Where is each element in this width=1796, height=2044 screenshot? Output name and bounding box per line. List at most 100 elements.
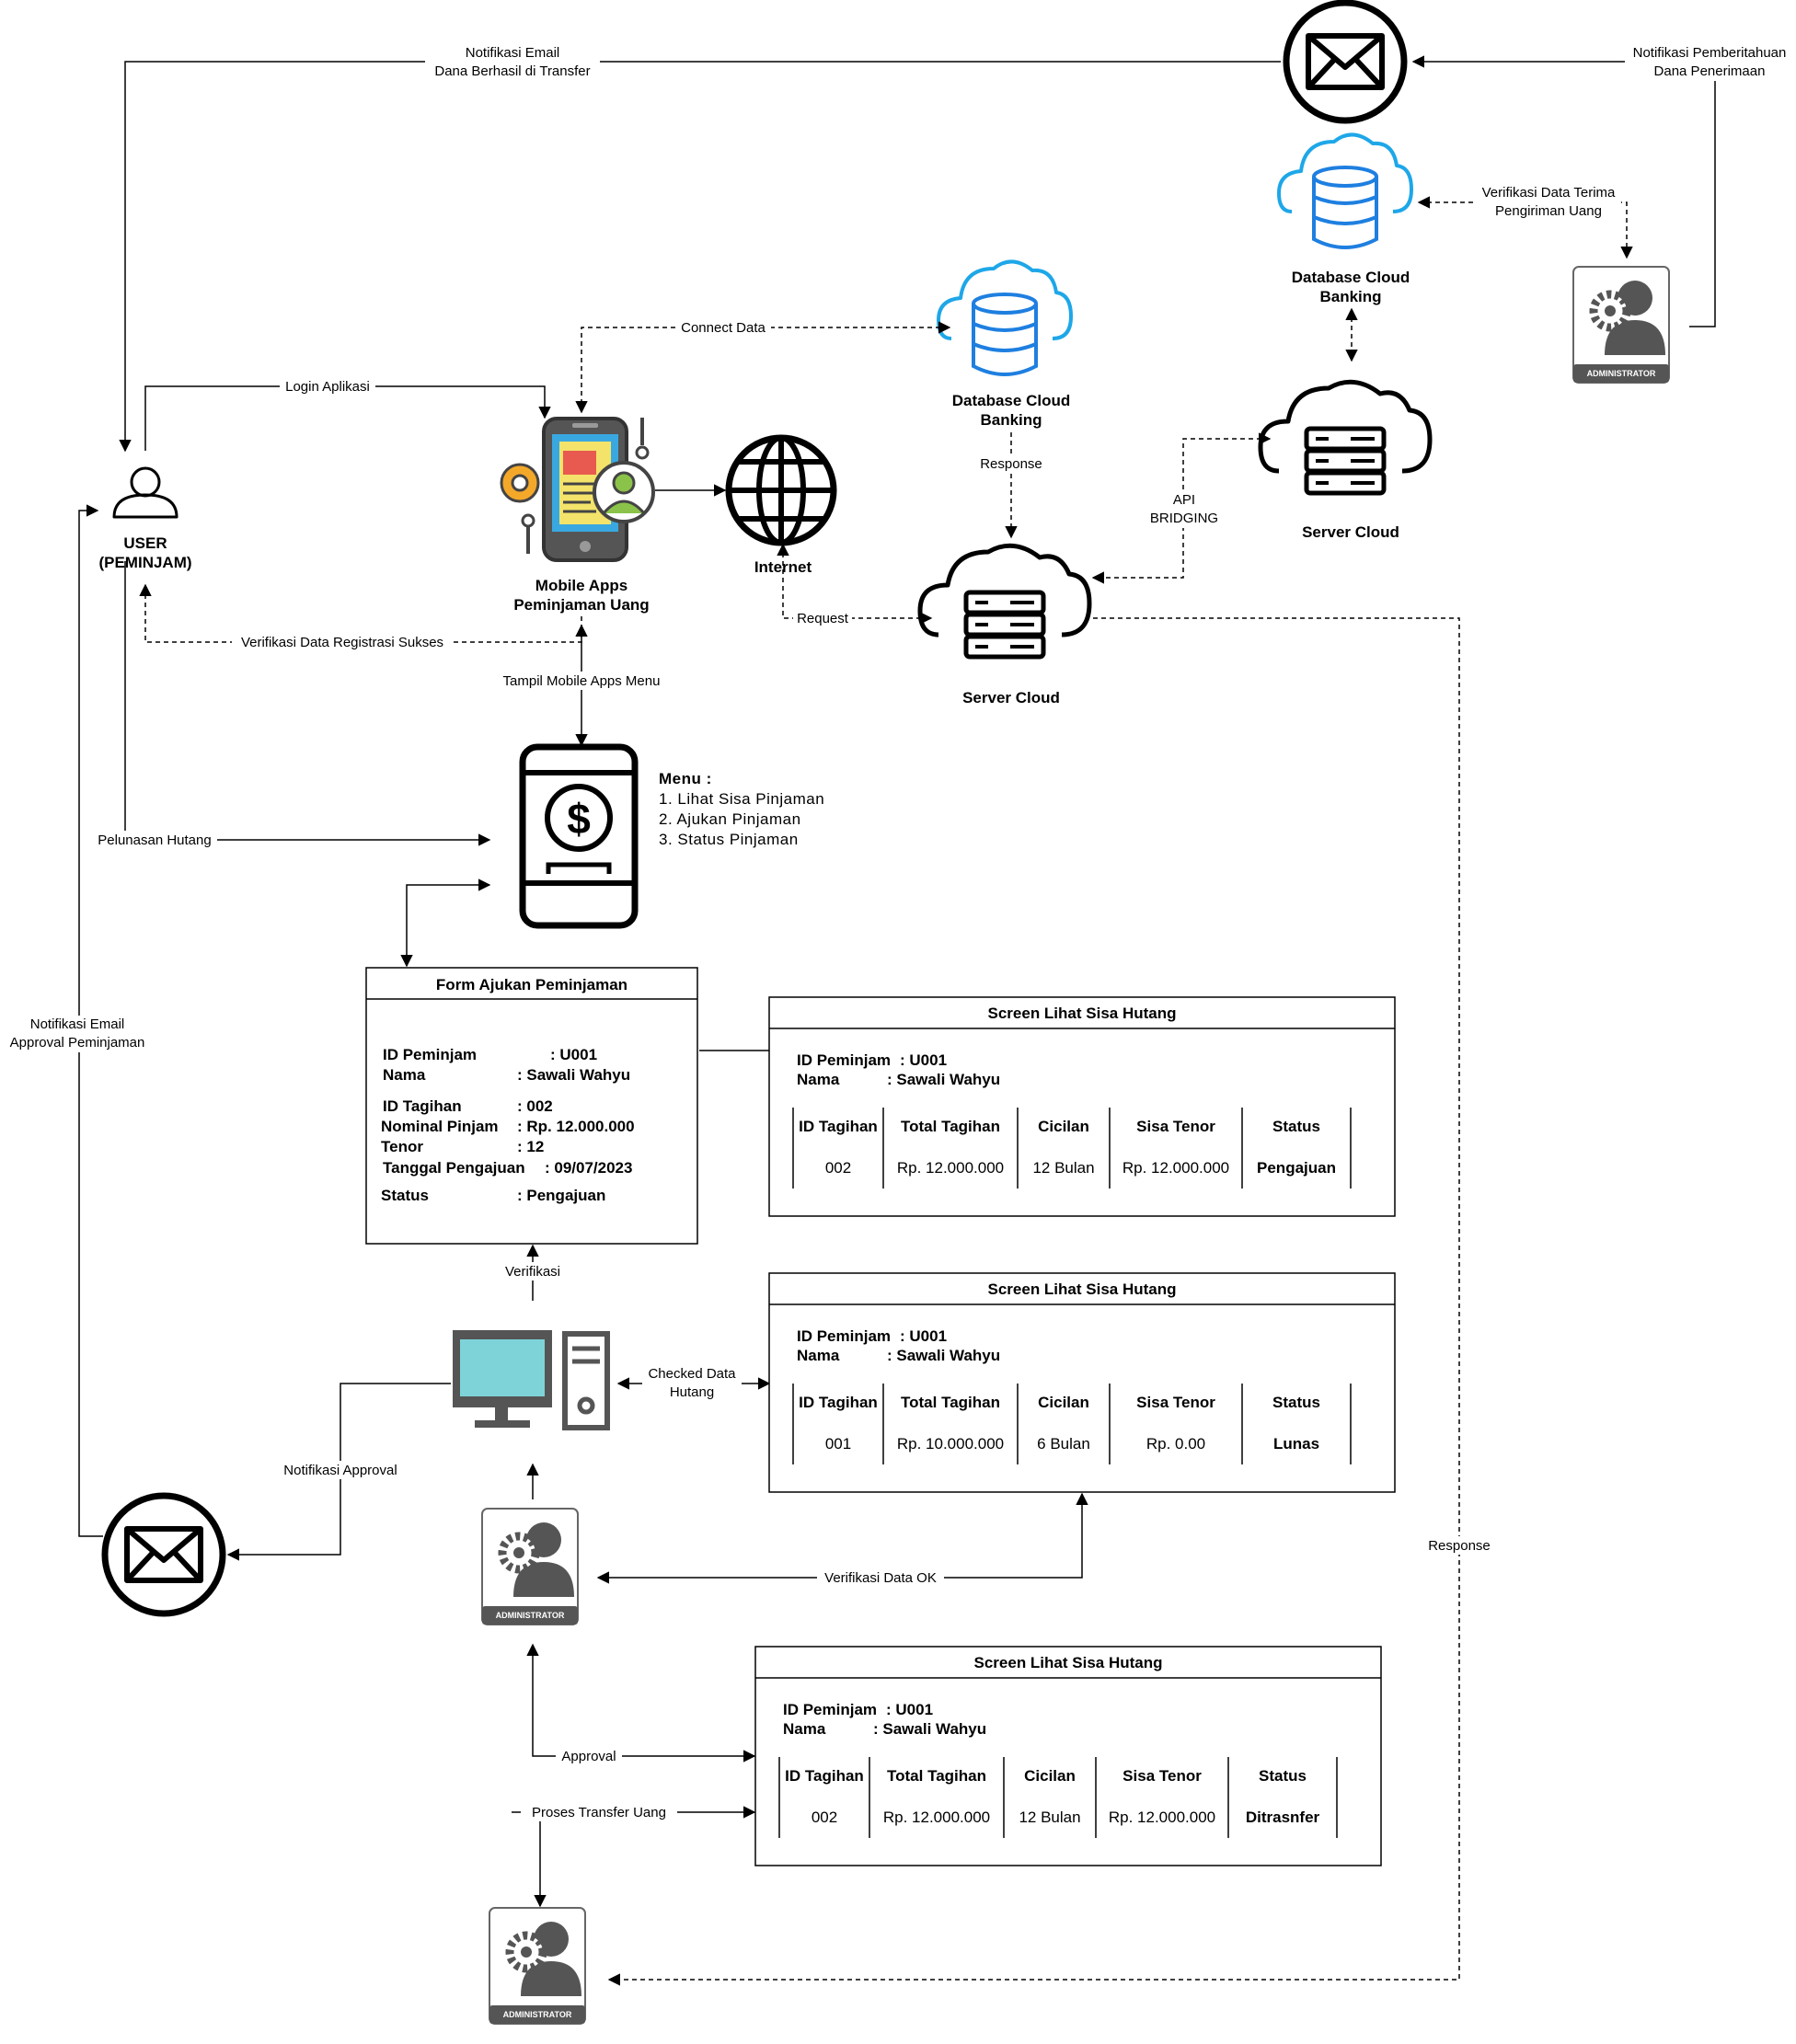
table-header: Status bbox=[1272, 1118, 1320, 1135]
edge-label: Connect Data bbox=[681, 320, 766, 336]
table-header: Status bbox=[1259, 1767, 1307, 1785]
edge-label: Approval Peminjaman bbox=[10, 1035, 145, 1051]
table-header: ID Tagihan bbox=[785, 1767, 864, 1785]
node-label: Database Cloud bbox=[1292, 269, 1410, 286]
administrator-icon bbox=[482, 1509, 578, 1625]
table-cell: Rp. 0.00 bbox=[1146, 1435, 1205, 1453]
form-field-label: ID Tagihan bbox=[383, 1097, 462, 1115]
form-field-label: Tanggal Pengajuan bbox=[383, 1159, 525, 1177]
id-peminjam-value: : U001 bbox=[900, 1327, 947, 1345]
edge-label: Tampil Mobile Apps Menu bbox=[503, 673, 661, 689]
edge-label: Pelunasan Hutang bbox=[98, 833, 211, 848]
form-field-value: : Rp. 12.000.000 bbox=[517, 1118, 635, 1135]
table-cell: 002 bbox=[825, 1159, 851, 1177]
form-field-value: : U001 bbox=[550, 1046, 597, 1063]
form-field-value: : Pengajuan bbox=[517, 1187, 605, 1204]
node-label: Mobile Apps bbox=[535, 577, 627, 594]
table-header: Cicilan bbox=[1038, 1394, 1089, 1411]
edge-label: Request bbox=[797, 611, 849, 626]
table-header: Sisa Tenor bbox=[1136, 1394, 1215, 1411]
form-field-value: : 09/07/2023 bbox=[545, 1159, 632, 1177]
email-approval-icon bbox=[105, 1496, 223, 1613]
menu-item: 2. Ajukan Pinjaman bbox=[659, 810, 801, 828]
id-peminjam-value: : U001 bbox=[900, 1051, 947, 1069]
menu-title: Menu : bbox=[659, 770, 712, 787]
table-cell: 12 Bulan bbox=[1019, 1809, 1080, 1826]
table-header: Sisa Tenor bbox=[1122, 1767, 1202, 1785]
edge-label: Login Aplikasi bbox=[285, 379, 370, 395]
globe-icon bbox=[725, 434, 837, 546]
user-icon bbox=[112, 466, 178, 519]
menu-item: 3. Status Pinjaman bbox=[659, 831, 799, 848]
form-title: Form Ajukan Peminjaman bbox=[436, 976, 627, 993]
form-field-value: : 002 bbox=[517, 1097, 553, 1115]
id-peminjam-value: : U001 bbox=[886, 1701, 933, 1718]
form-field-label: Nominal Pinjam bbox=[381, 1118, 499, 1135]
id-peminjam-label: ID Peminjam bbox=[797, 1327, 891, 1345]
screen-title: Screen Lihat Sisa Hutang bbox=[974, 1654, 1163, 1671]
screen-title: Screen Lihat Sisa Hutang bbox=[988, 1005, 1177, 1022]
table-header: Cicilan bbox=[1038, 1118, 1089, 1135]
edge-label: Pengiriman Uang bbox=[1495, 203, 1602, 219]
edge-label: Notifikasi Approval bbox=[283, 1463, 397, 1478]
table-header: Total Tagihan bbox=[887, 1767, 986, 1785]
form-ajukan-peminjaman: Form Ajukan Peminjaman ID Peminjam : U00… bbox=[365, 967, 698, 1245]
screen-title: Screen Lihat Sisa Hutang bbox=[988, 1280, 1177, 1298]
id-peminjam-label: ID Peminjam bbox=[797, 1051, 891, 1069]
table-header: Total Tagihan bbox=[901, 1394, 1000, 1411]
server-cloud-icon bbox=[920, 545, 1089, 657]
edge-label: Dana Penerimaan bbox=[1654, 63, 1766, 79]
node-label: Banking bbox=[980, 411, 1042, 429]
payment-phone-icon: $ bbox=[519, 743, 639, 929]
node-label: Peminjaman Uang bbox=[513, 596, 649, 614]
edge-label: Response bbox=[1428, 1538, 1491, 1554]
edge-label: API bbox=[1173, 492, 1195, 508]
svg-text:$: $ bbox=[567, 795, 591, 843]
table-header: Status bbox=[1272, 1394, 1320, 1411]
edge-label: Verifikasi Data OK bbox=[824, 1570, 937, 1586]
node-label: (PEMINJAM) bbox=[98, 554, 191, 571]
table-cell: 12 Bulan bbox=[1032, 1159, 1094, 1177]
menu-list: Menu : 1. Lihat Sisa Pinjaman 2. Ajukan … bbox=[659, 770, 824, 848]
table-cell: Rp. 12.000.000 bbox=[1109, 1809, 1215, 1826]
form-field-label: Nama bbox=[383, 1066, 426, 1084]
admin-badge: ADMINISTRATOR bbox=[496, 1611, 565, 1620]
table-header: Total Tagihan bbox=[901, 1118, 1000, 1135]
edge-label: Response bbox=[980, 456, 1042, 472]
email-notification-icon bbox=[1286, 3, 1404, 121]
menu-item: 1. Lihat Sisa Pinjaman bbox=[659, 790, 824, 808]
nama-label: Nama bbox=[797, 1071, 840, 1088]
screens: Screen Lihat Sisa Hutang ID Peminjam : U00… bbox=[754, 996, 1396, 1866]
database-cloud-icon bbox=[937, 259, 1073, 376]
table-header: Cicilan bbox=[1024, 1767, 1076, 1785]
nama-value: : Sawali Wahyu bbox=[887, 1071, 1000, 1088]
table-cell: 002 bbox=[812, 1809, 837, 1826]
table-cell: Rp. 12.000.000 bbox=[897, 1159, 1004, 1177]
table-cell: 001 bbox=[825, 1435, 851, 1453]
edge-label: Verifikasi Data Terima bbox=[1482, 185, 1616, 201]
node-labels: USER (PEMINJAM) Mobile Apps Peminjaman U… bbox=[98, 269, 1410, 706]
edge-labels: Notifikasi Email Dana Berhasil di Transf… bbox=[2, 44, 1794, 1821]
edge-label: Dana Berhasil di Transfer bbox=[434, 63, 590, 79]
node-label: USER bbox=[123, 534, 167, 552]
table-cell: Lunas bbox=[1273, 1435, 1319, 1453]
nama-value: : Sawali Wahyu bbox=[887, 1347, 1000, 1364]
node-label: Server Cloud bbox=[962, 689, 1060, 706]
edge-label: Checked Data bbox=[648, 1366, 736, 1382]
nama-label: Nama bbox=[797, 1347, 840, 1364]
mobile-app-icon bbox=[500, 417, 655, 562]
admin-badge: ADMINISTRATOR bbox=[503, 2010, 572, 2019]
admin-badge: ADMINISTRATOR bbox=[1587, 369, 1656, 378]
node-label: Banking bbox=[1319, 288, 1381, 305]
node-label: Internet bbox=[754, 558, 812, 576]
form-field-value: : Sawali Wahyu bbox=[517, 1066, 630, 1084]
table-cell: Rp. 12.000.000 bbox=[1122, 1159, 1229, 1177]
administrator-icon bbox=[1573, 267, 1669, 383]
server-cloud-icon bbox=[1261, 382, 1430, 493]
node-label: Server Cloud bbox=[1302, 523, 1399, 541]
table-header: Sisa Tenor bbox=[1136, 1118, 1215, 1135]
edge-label: Hutang bbox=[670, 1384, 714, 1400]
connectors bbox=[78, 55, 1716, 1908]
table-header: ID Tagihan bbox=[799, 1118, 878, 1135]
